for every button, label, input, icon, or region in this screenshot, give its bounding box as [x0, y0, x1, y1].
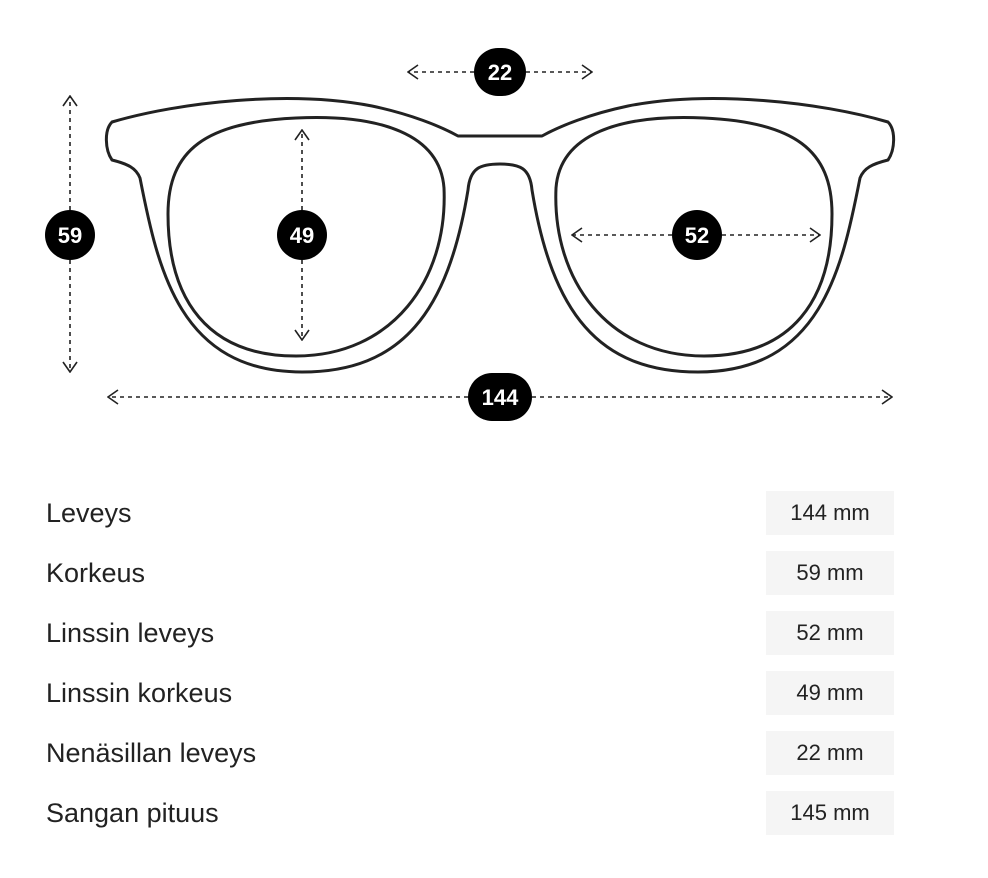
- lens-width-value: 52: [685, 223, 709, 248]
- spec-label: Korkeus: [46, 558, 146, 588]
- left-lens-outline: [166, 116, 446, 358]
- spec-row-temple-length: Sangan pituus 145 mm: [46, 791, 894, 835]
- spec-value: 22 mm: [766, 731, 894, 775]
- spec-label: Linssin korkeus: [46, 678, 233, 708]
- total-width-badge: 144: [468, 373, 532, 421]
- bridge-width-value: 22: [488, 60, 512, 85]
- glasses-diagram: 22 59 49 52 144: [45, 48, 896, 421]
- glasses-frame-outline: [104, 97, 896, 374]
- spec-row-lens-width: Linssin leveys 52 mm: [46, 611, 894, 655]
- spec-value: 59 mm: [766, 551, 894, 595]
- spec-row-bridge-width: Nenäsillan leveys 22 mm: [46, 731, 894, 775]
- spec-row-width: Leveys 144 mm: [46, 491, 894, 535]
- spec-value: 49 mm: [766, 671, 894, 715]
- spec-value: 145 mm: [766, 791, 894, 835]
- bridge-width-badge: 22: [474, 48, 526, 96]
- lens-height-badge: 49: [277, 210, 327, 260]
- right-lens-outline: [554, 116, 834, 358]
- total-height-badge: 59: [45, 210, 95, 260]
- spec-label: Linssin leveys: [46, 618, 215, 648]
- spec-row-height: Korkeus 59 mm: [46, 551, 894, 595]
- spec-label: Nenäsillan leveys: [46, 738, 257, 768]
- total-height-value: 59: [58, 223, 82, 248]
- lens-width-badge: 52: [672, 210, 722, 260]
- spec-label: Sangan pituus: [46, 798, 219, 828]
- lens-height-value: 49: [290, 223, 314, 248]
- total-width-value: 144: [482, 385, 519, 410]
- spec-value: 52 mm: [766, 611, 894, 655]
- spec-row-lens-height: Linssin korkeus 49 mm: [46, 671, 894, 715]
- spec-label: Leveys: [46, 498, 132, 528]
- spec-value: 144 mm: [766, 491, 894, 535]
